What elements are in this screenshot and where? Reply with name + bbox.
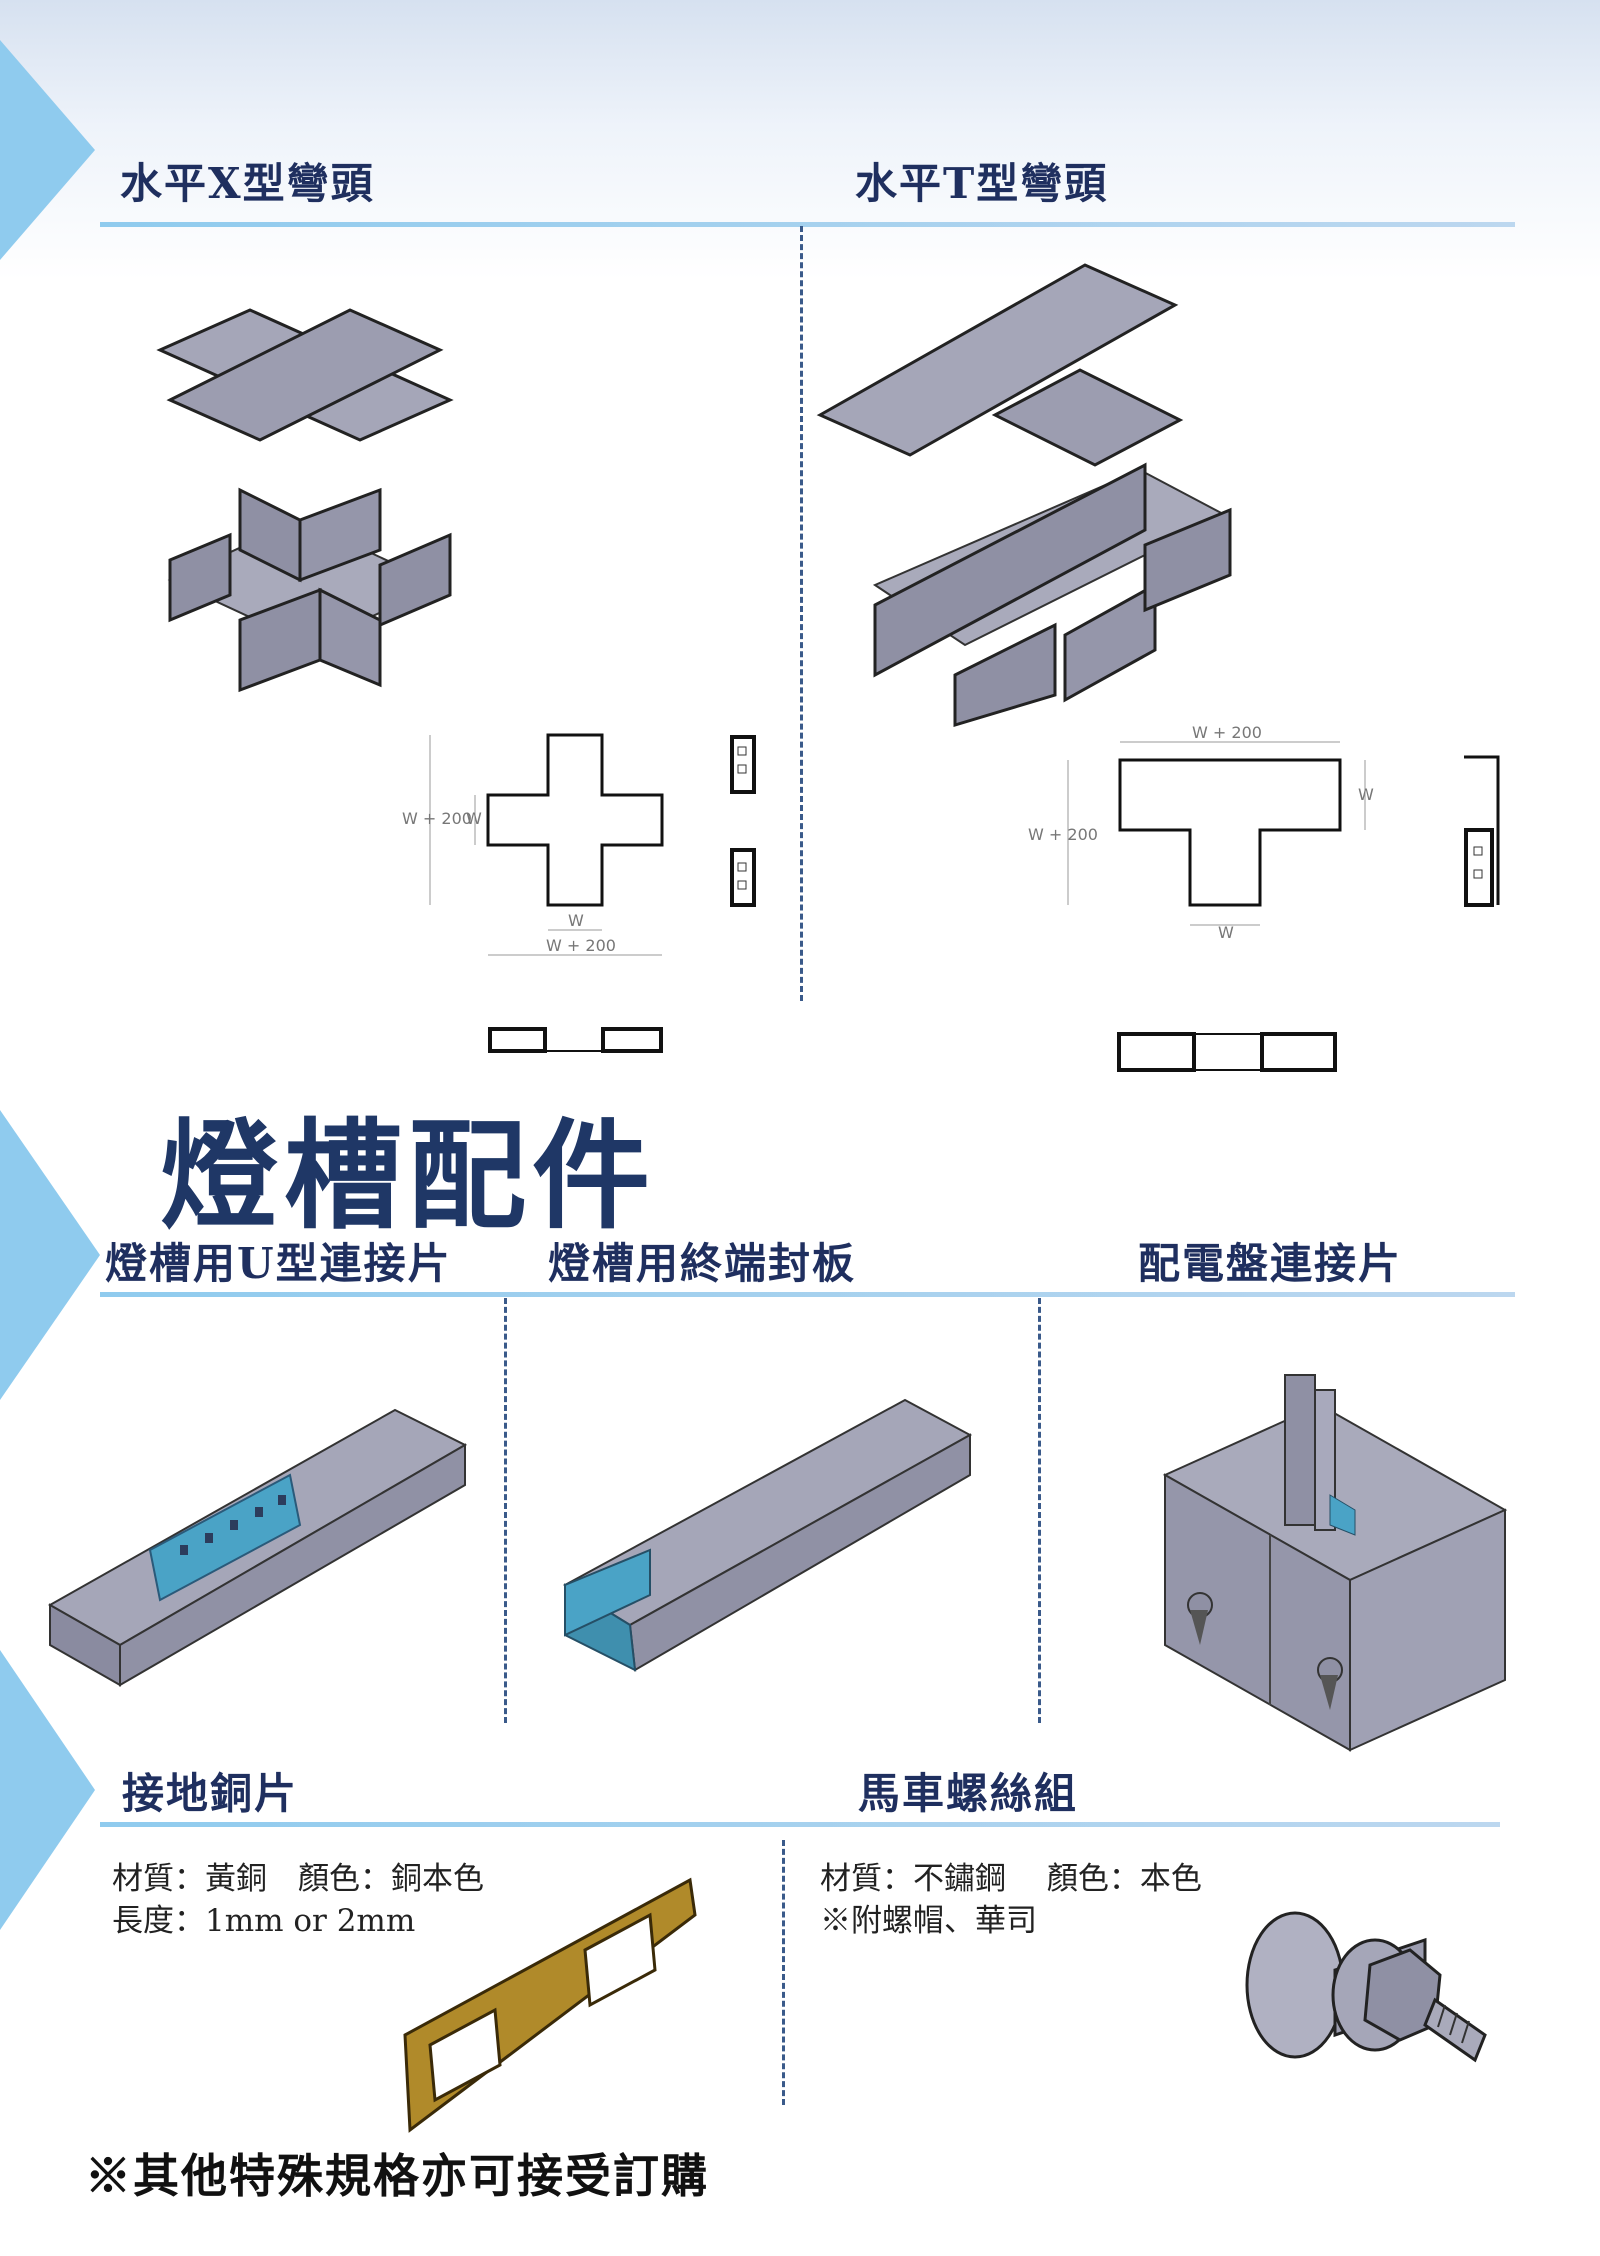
t-cover-main	[816, 263, 1179, 457]
side-tab-middle	[0, 1110, 100, 1400]
heading-horizontal-t: 水平T型彎頭	[855, 159, 1109, 208]
x-dimension-drawing: W + 200 W W W + 200	[402, 733, 664, 956]
u-connector-plate	[148, 1473, 302, 1602]
t-tray-back-wall	[873, 462, 1147, 678]
x-cover-bar-2	[166, 308, 444, 442]
heading-panel-connector: 配電盤連接片	[1138, 1239, 1403, 1288]
x-dim-label-bottom-w200: W + 200	[546, 936, 616, 955]
side-tab-bottom	[0, 1650, 95, 1930]
u-connector-illustration	[47, 1408, 468, 1687]
ground-copper-illustration	[403, 1877, 697, 2133]
footer-note: ※其他特殊規格亦可接受訂購	[85, 2149, 709, 2203]
section-rule-top	[100, 222, 1515, 227]
t-dim-label-right-w: W	[1358, 785, 1374, 804]
section-rule-middle	[100, 1292, 1515, 1297]
t-tray-front-wall-1	[953, 622, 1057, 728]
heading-ground-copper: 接地銅片	[122, 1769, 299, 1818]
carriage-bolt-description: 材質：不鏽鋼 顏色：本色 ※附螺帽、華司	[820, 1861, 1202, 1939]
t-front-view	[1117, 1032, 1337, 1072]
t-cover-branch	[991, 368, 1184, 467]
x-tray-wall-6	[318, 587, 382, 688]
t-plan-outline	[1118, 758, 1342, 907]
x-tray-wall-2	[298, 487, 382, 583]
divider-middle-2	[1038, 1298, 1041, 1723]
t-dimension-drawing: W + 200 W W + 200 W	[1028, 723, 1374, 942]
divider-middle-1	[504, 1298, 507, 1723]
heading-end-plate: 燈槽用終端封板	[548, 1239, 857, 1288]
ground-copper-description: 材質：黃銅 顏色：銅本色 長度：1mm or 2mm	[112, 1861, 484, 1939]
t-tray-front-wall-2	[1063, 582, 1157, 703]
t-dim-label-top-w200: W + 200	[1192, 723, 1262, 742]
end-plate-illustration	[563, 1398, 973, 1672]
x-front-view	[488, 1027, 663, 1053]
t-side-view	[1464, 755, 1500, 907]
x-plan-outline	[486, 733, 664, 907]
t-tray-side-wall	[1143, 507, 1232, 613]
x-tray-wall-3	[168, 532, 232, 623]
x-tray-wall-4	[378, 532, 452, 628]
heading-u-connector: 燈槽用U型連接片	[105, 1239, 452, 1288]
section-rule-bottom	[100, 1822, 1500, 1827]
divider-top	[800, 226, 803, 1001]
accessories-title: 燈槽配件	[160, 1106, 657, 1245]
carriage-bolt-illustration	[1245, 1911, 1487, 2063]
t-dim-label-bottom-w: W	[1218, 923, 1234, 942]
t-dim-label-left-w200: W + 200	[1028, 825, 1098, 844]
side-tab-top	[0, 40, 95, 260]
t-fitting-illustration	[816, 263, 1232, 728]
x-dim-label-bottom-w: W	[568, 911, 584, 930]
x-fitting-illustration	[156, 308, 454, 693]
divider-bottom	[782, 1840, 785, 2105]
heading-horizontal-x: 水平X型彎頭	[120, 159, 375, 208]
x-side-view	[730, 735, 756, 907]
panel-connector-illustration	[1162, 1374, 1508, 1752]
x-dim-label-w: W	[466, 809, 482, 828]
x-dim-label-w200: W + 200	[402, 809, 472, 828]
heading-carriage-bolt: 馬車螺絲組	[858, 1769, 1079, 1818]
